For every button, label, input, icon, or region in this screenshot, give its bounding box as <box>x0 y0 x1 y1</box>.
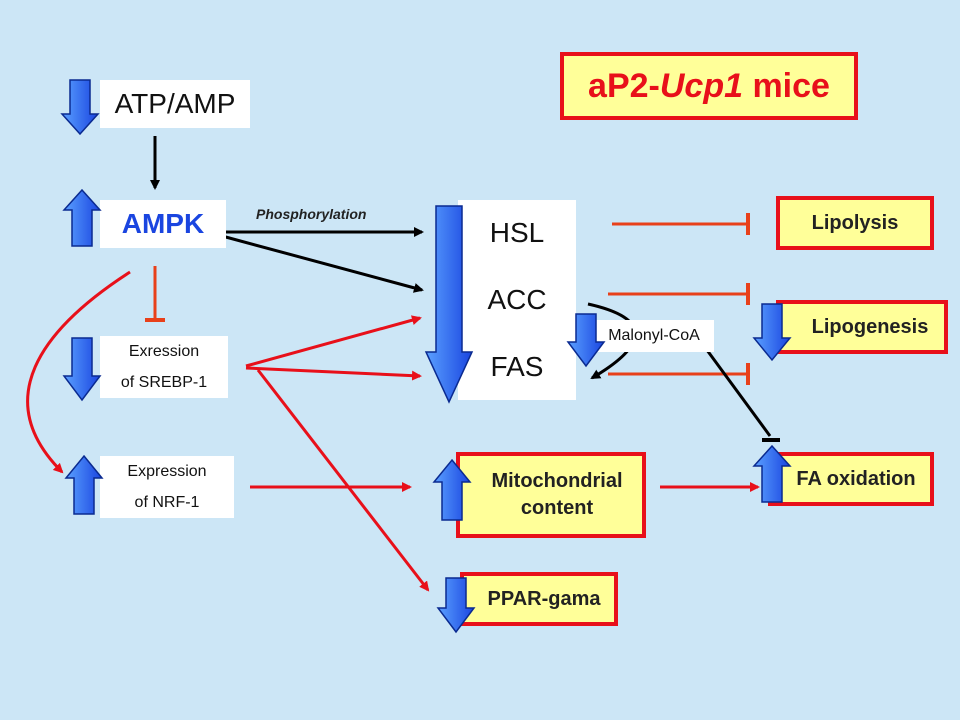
mito-line1: Mitochondrial <box>491 470 623 492</box>
acc-label: ACC <box>487 283 547 315</box>
down-arrow-icon <box>60 79 100 136</box>
node-ampk: AMPK <box>100 200 226 248</box>
inhibit-malonyl-faox <box>702 345 780 442</box>
node-hsl-acc-fas: HSL ACC FAS <box>458 200 576 400</box>
nrf-line1: Expression <box>127 462 207 480</box>
hsl-label: HSL <box>489 217 545 249</box>
phosphorylation-label: Phosphorylation <box>256 206 367 222</box>
down-arrow-icon <box>62 337 102 402</box>
lipolysis-label: Lipolysis <box>811 211 899 234</box>
inhibit-ampk-srebp <box>145 266 165 322</box>
up-arrow-icon <box>752 444 792 503</box>
down-arrow-icon <box>436 577 476 634</box>
node-lipogenesis: Lipogenesis <box>776 300 948 354</box>
node-nrf: Expression of NRF-1 <box>100 456 234 518</box>
up-arrow-icon <box>62 188 102 247</box>
node-srebp: Exression of SREBP-1 <box>100 336 228 398</box>
fa-oxidation-label: FA oxidation <box>796 467 916 490</box>
inhibit-hsl-lipolysis <box>612 213 750 235</box>
ppar-label: PPAR-gama <box>487 587 601 610</box>
up-arrow-icon <box>432 458 472 521</box>
arrow-srebp-to-acc <box>245 315 422 368</box>
ampk-label: AMPK <box>121 208 205 239</box>
lipogenesis-label: Lipogenesis <box>811 315 929 338</box>
nrf-line2: of NRF-1 <box>134 493 200 511</box>
atp-amp-label: ATP/AMP <box>114 88 236 119</box>
node-ppar: PPAR-gama <box>460 572 618 626</box>
down-arrow-icon <box>424 205 474 404</box>
arrow-srebp-to-fas <box>245 366 422 381</box>
arrow-ampk-to-acc <box>221 234 424 293</box>
srebp-line2: of SREBP-1 <box>120 373 208 391</box>
inhibit-acc-lipogenesis <box>608 283 750 305</box>
down-arrow-icon <box>566 313 606 368</box>
node-malonyl-coa: Malonyl-CoA <box>594 320 714 352</box>
arrow-srebp-to-ppar <box>256 369 430 592</box>
node-lipolysis: Lipolysis <box>776 196 934 250</box>
node-mito-content: Mitochondrial content <box>456 452 646 538</box>
title-gene: Ucp1 <box>659 66 743 105</box>
title-suffix: mice <box>743 66 830 105</box>
arrow-ampk-to-nrf <box>26 270 131 474</box>
node-atp-amp: ATP/AMP <box>100 80 250 128</box>
title-box: aP2-Ucp1 mice <box>560 52 858 120</box>
up-arrow-icon <box>64 454 104 515</box>
down-arrow-icon <box>752 303 792 362</box>
title-prefix: aP2- <box>588 66 660 105</box>
node-fa-oxidation: FA oxidation <box>768 452 934 506</box>
malonyl-coa-label: Malonyl-CoA <box>608 327 700 345</box>
mito-line2: content <box>520 497 594 519</box>
srebp-line1: Exression <box>128 342 200 360</box>
fas-label: FAS <box>490 350 544 382</box>
